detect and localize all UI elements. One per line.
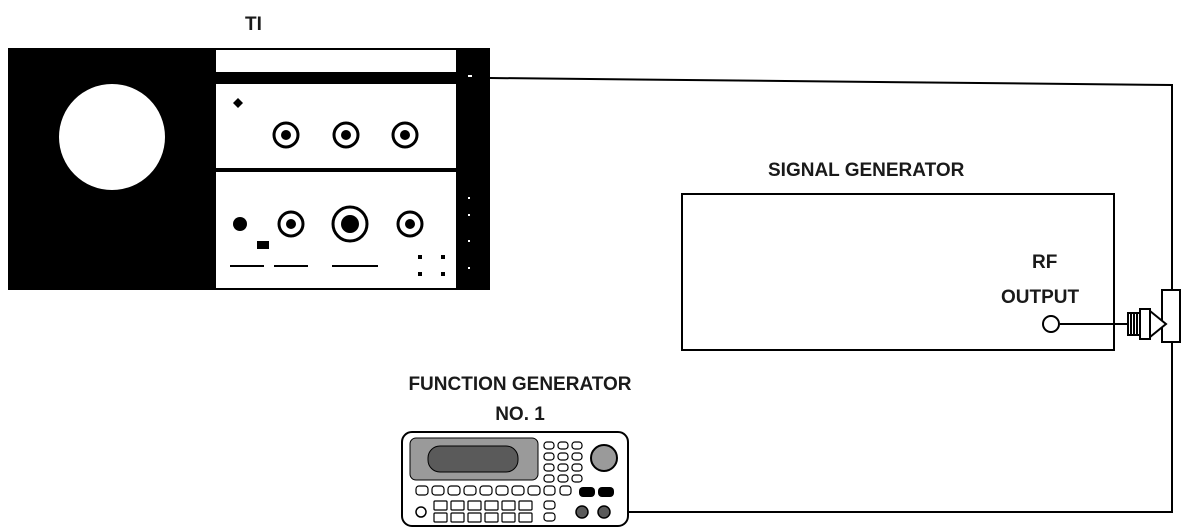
panel-dash (332, 265, 378, 267)
cable (489, 77, 1173, 513)
function-generator (401, 431, 629, 527)
output-connector-icon (597, 505, 611, 519)
output-connector-icon (575, 505, 589, 519)
rf-label: RF (1032, 252, 1058, 273)
test-instrument (8, 48, 490, 290)
lower-knob (396, 210, 424, 238)
panel-dash (230, 265, 264, 267)
function-generator-dial-icon (590, 444, 618, 472)
lower-knob (277, 210, 305, 238)
output-label: OUTPUT (1001, 287, 1080, 308)
indicator-diamond-icon (233, 98, 243, 108)
lower-panel (216, 172, 456, 288)
signal-generator-box (681, 193, 1115, 351)
rf-output-connector (1042, 315, 1060, 333)
power-dot (233, 217, 247, 231)
panel-dash (274, 265, 308, 267)
function-generator-number-label: NO. 1 (495, 404, 545, 425)
bnc-tee-adapter-icon (1127, 289, 1181, 343)
upper-knob (272, 121, 300, 149)
crt-display (59, 84, 165, 190)
upper-knob (332, 121, 360, 149)
switch-icon (257, 241, 269, 249)
ti-label: TI (245, 14, 262, 35)
upper-knob (391, 121, 419, 149)
large-knob (331, 205, 369, 243)
signal-generator-label: SIGNAL GENERATOR (768, 160, 965, 181)
function-generator-label: FUNCTION GENERATOR (408, 374, 632, 395)
